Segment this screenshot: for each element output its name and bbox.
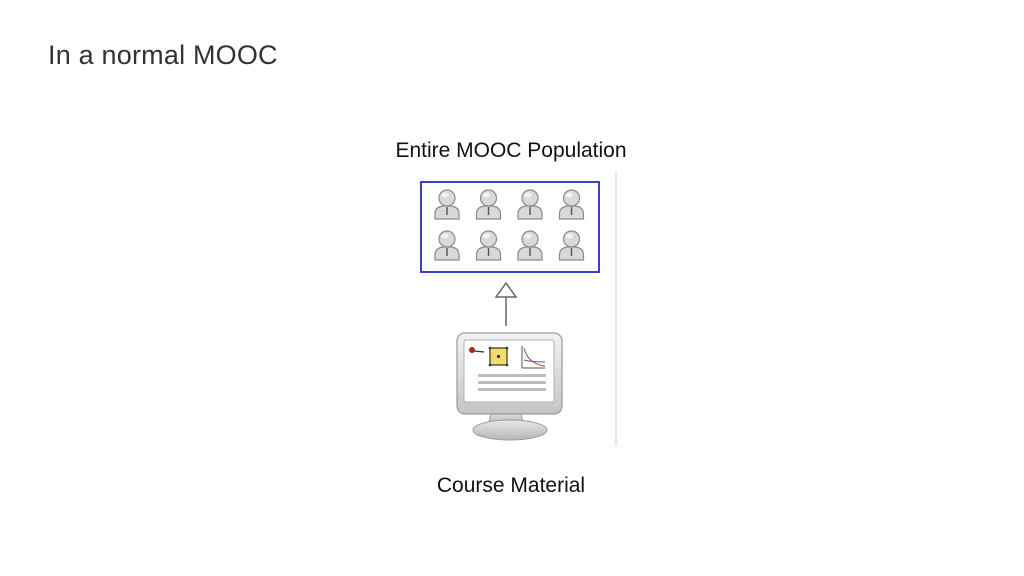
person-icon	[517, 230, 543, 261]
graph-icon	[521, 346, 546, 369]
up-arrow-icon	[494, 281, 518, 326]
person-icon	[558, 230, 585, 261]
pin-icon	[469, 347, 485, 353]
square-icon	[488, 346, 509, 367]
person-icon	[475, 230, 502, 261]
slide-title: In a normal MOOC	[48, 40, 278, 70]
population-label: Entire MOOC Population	[395, 139, 627, 162]
monitor-icon	[456, 332, 563, 441]
learner-group	[434, 189, 585, 261]
person-icon	[558, 189, 585, 220]
person-icon	[434, 189, 460, 220]
person-icon	[434, 230, 460, 261]
text-lines	[478, 374, 546, 391]
course-material-label: Course Material	[436, 474, 586, 497]
person-icon	[517, 189, 543, 220]
person-icon	[475, 189, 502, 220]
